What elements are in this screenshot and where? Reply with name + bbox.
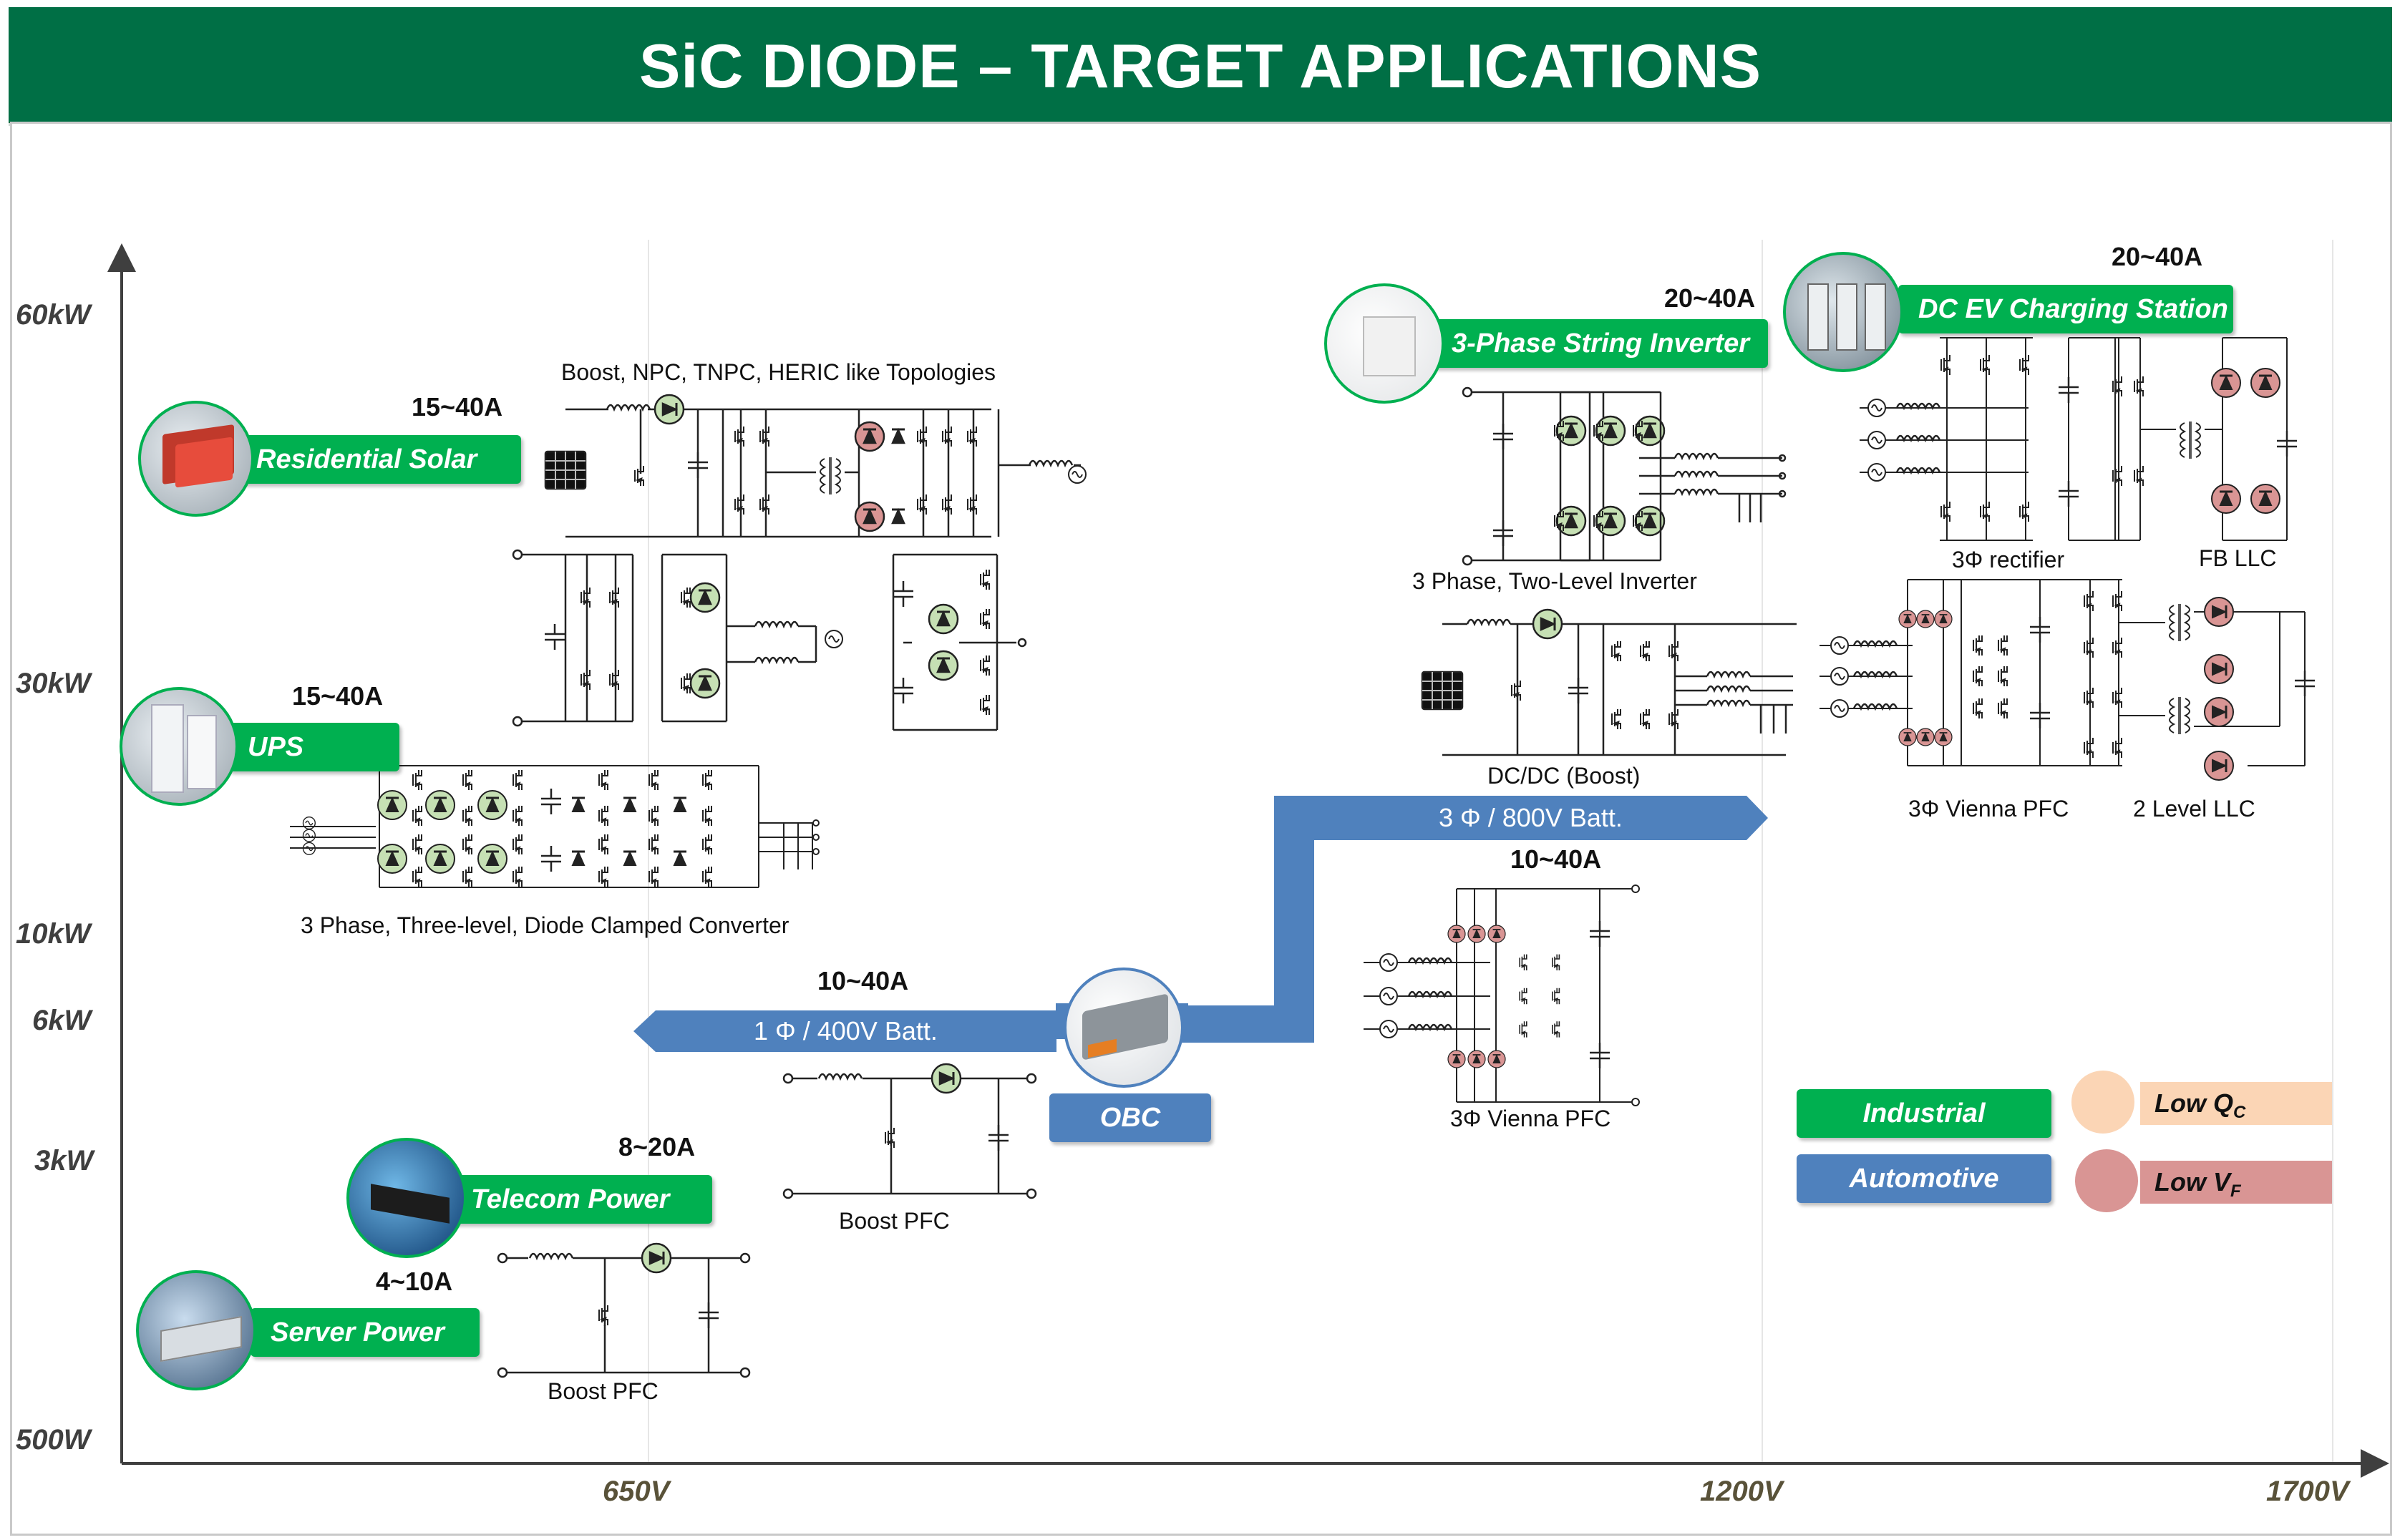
app-obc: OBC (1049, 1093, 1211, 1142)
caption-vienna-right: 3Φ Vienna PFC (1908, 796, 2069, 822)
legend-low-vf-base: Low V (2154, 1167, 2230, 1197)
arrow-label-400v: 1 Φ / 400V Batt. (754, 1016, 938, 1046)
caption-three-level: 3 Phase, Three-level, Diode Clamped Conv… (301, 912, 790, 938)
vienna-800-current: 10~40A (1510, 844, 1602, 874)
legend-low-vf-sub: F (2230, 1181, 2241, 1202)
schematic-rectifier-fbllc (1860, 337, 2298, 541)
page-title: SiC DIODE – TARGET APPLICATIONS (639, 32, 1762, 101)
x-tick-1200v: 1200V (1700, 1476, 1783, 1507)
chart-frame (10, 122, 2392, 1536)
residential-solar-current: 15~40A (412, 392, 503, 421)
caption-rectifier: 3Φ rectifier (1952, 547, 2065, 572)
schematic-boost-pfc-obc (782, 1064, 1037, 1199)
string-inverter-current: 20~40A (1664, 283, 1756, 313)
low-qc-circle (2071, 1071, 2134, 1134)
schematic-heric (512, 549, 844, 727)
caption-boost-pfc-telecom: Boost PFC (548, 1378, 659, 1404)
title-banner: SiC DIODE – TARGET APPLICATIONS (9, 7, 2392, 126)
residential-solar-photo (138, 401, 254, 517)
ups-current: 15~40A (292, 681, 384, 711)
batt-arrows (633, 796, 1768, 1052)
y-tick-500w: 500W (16, 1424, 91, 1456)
legend-industrial: Industrial (1797, 1089, 2051, 1138)
obc-current: 10~40A (817, 966, 909, 995)
y-tick-30kw: 30kW (16, 668, 91, 699)
schematic-three-level (290, 765, 820, 888)
dc-ev-charging-photo (1783, 252, 1903, 372)
y-tick-10kw: 10kW (16, 918, 91, 950)
app-string-inverter: 3-Phase String Inverter (1432, 319, 1768, 368)
x-tick-650v: 650V (603, 1476, 670, 1507)
caption-boost-npc: Boost, NPC, TNPC, HERIC like Topologies (561, 359, 996, 385)
caption-fb-llc: FB LLC (2199, 545, 2277, 571)
schematic-npc-leg (892, 553, 1027, 731)
x-tick-1700v: 1700V (2266, 1476, 2349, 1507)
caption-vienna-mid: 3Φ Vienna PFC (1450, 1106, 1611, 1131)
legend-low-qc: Low QC (2140, 1082, 2332, 1125)
schematic-dcdc-boost (1421, 610, 1797, 756)
telecom-power-current: 8~20A (618, 1132, 696, 1161)
y-tick-60kw: 60kW (16, 299, 91, 331)
string-inverter-photo (1324, 283, 1444, 404)
app-dc-ev-charging: DC EV Charging Station (1898, 285, 2233, 333)
caption-boost-pfc-obc: Boost PFC (839, 1208, 950, 1234)
arrow-label-800v: 3 Φ / 800V Batt. (1439, 803, 1623, 832)
schematic-vienna-llc (1820, 579, 2316, 780)
gridlines (648, 240, 2333, 1463)
app-server-power: Server Power (251, 1308, 480, 1357)
app-residential-solar: Residential Solar (236, 435, 521, 484)
legend-automotive: Automotive (1797, 1154, 2051, 1203)
diode-icon (655, 395, 684, 424)
telecom-power-photo (346, 1138, 467, 1258)
caption-two-level-llc: 2 Level LLC (2133, 796, 2255, 822)
server-power-photo (136, 1270, 256, 1390)
ups-photo (120, 687, 238, 806)
legend-low-qc-base: Low Q (2154, 1088, 2233, 1118)
app-telecom-power: Telecom Power (451, 1175, 712, 1224)
schematic-boost-pfc-telecom (497, 1244, 751, 1378)
caption-two-level-inverter: 3 Phase, Two-Level Inverter (1412, 568, 1697, 594)
schematic-two-level-inverter (1462, 386, 1787, 566)
schematic-vienna-mid (1364, 884, 1640, 1106)
app-ups: UPS (228, 723, 399, 771)
solar-panel-icon (544, 450, 587, 490)
legend-low-qc-sub: C (2233, 1103, 2246, 1123)
low-vf-circle (2075, 1149, 2138, 1212)
caption-dcdc-boost: DC/DC (Boost) (1487, 763, 1641, 789)
dc-ev-charging-current: 20~40A (2112, 242, 2203, 271)
schematic-boost-npc (544, 395, 1087, 538)
server-power-current: 4~10A (376, 1267, 453, 1296)
legend-low-vf: Low VF (2140, 1161, 2332, 1204)
axes (107, 243, 2389, 1478)
inductor-icon (606, 404, 651, 411)
y-tick-3kw: 3kW (34, 1145, 94, 1176)
obc-photo (1064, 968, 1184, 1088)
y-tick-6kw: 6kW (32, 1005, 92, 1036)
